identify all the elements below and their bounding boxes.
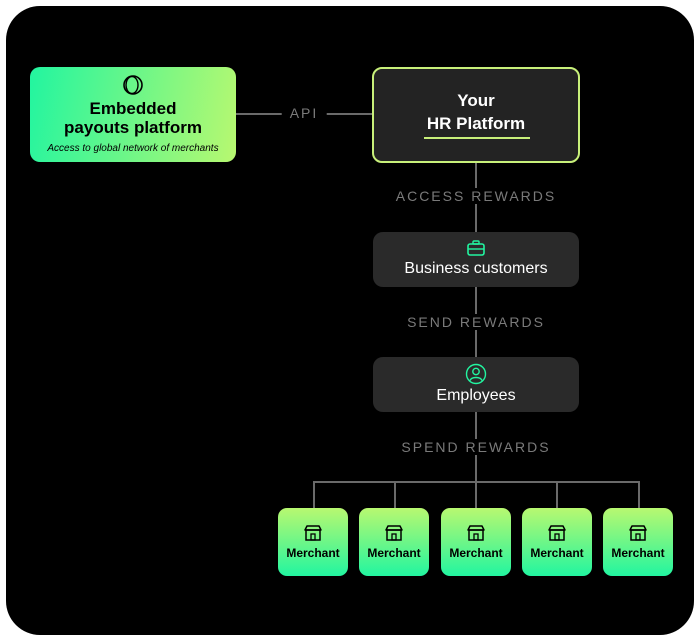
business-customers-label: Business customers: [404, 260, 548, 277]
api-label: API: [281, 105, 327, 121]
merchant-card: Merchant: [278, 508, 348, 576]
embedded-payouts-card: Embedded payouts platform Access to glob…: [30, 67, 236, 162]
platform-logo-icon: [121, 73, 145, 97]
merchant-drop-3: [475, 481, 477, 508]
hr-title-line2: HR Platform: [426, 114, 526, 133]
business-customers-card: Business customers: [373, 232, 579, 287]
merchant-label: Merchant: [367, 546, 421, 560]
access-rewards-label: ACCESS REWARDS: [387, 188, 565, 204]
merchant-label: Merchant: [449, 546, 503, 560]
user-icon: [465, 363, 487, 385]
employees-label: Employees: [436, 387, 516, 404]
spend-rewards-label: SPEND REWARDS: [393, 439, 559, 455]
store-icon: [466, 524, 486, 542]
merchant-card: Merchant: [603, 508, 673, 576]
send-rewards-label: SEND REWARDS: [399, 314, 553, 330]
embedded-title-line1: Embedded: [89, 99, 177, 118]
hr-underline: [424, 137, 530, 139]
hr-platform-card: Your HR Platform: [372, 67, 580, 163]
briefcase-icon: [466, 239, 486, 257]
merchant-label: Merchant: [530, 546, 584, 560]
merchant-card: Merchant: [441, 508, 511, 576]
merchant-drop-1: [313, 481, 315, 508]
store-icon: [384, 524, 404, 542]
merchant-drop-2: [394, 481, 396, 508]
merchant-drop-5: [638, 481, 640, 508]
embedded-subtitle: Access to global network of merchants: [47, 143, 219, 154]
merchant-label: Merchant: [611, 546, 665, 560]
merchant-card: Merchant: [522, 508, 592, 576]
employees-card: Employees: [373, 357, 579, 412]
merchant-label: Merchant: [286, 546, 340, 560]
merchant-card: Merchant: [359, 508, 429, 576]
hr-title-line1: Your: [457, 91, 495, 110]
store-icon: [628, 524, 648, 542]
embedded-title-line2: payouts platform: [64, 118, 202, 137]
merchant-drop-4: [556, 481, 558, 508]
store-icon: [303, 524, 323, 542]
store-icon: [547, 524, 567, 542]
